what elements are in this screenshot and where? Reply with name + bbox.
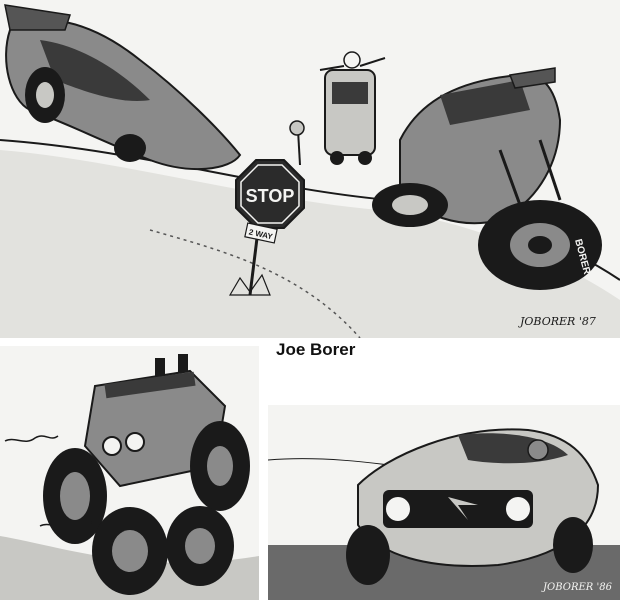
muscle-car-drawing: JOBORER '86 [268,405,620,600]
small-sign [289,120,305,166]
right-car: BORER [372,67,602,290]
motion-lines-upper [4,435,59,442]
illustration-monster-truck [0,346,259,600]
monster-truck-drawing [0,346,259,600]
stop-sign-text: STOP [246,186,295,206]
signature-top: JOBORER '87 [518,315,596,328]
stop-sign: STOP 2 WAY [228,159,305,296]
signature-bottom: JOBORER '86 [541,582,613,593]
illustration-stop-sign-scene: STOP 2 WAY BORER JOBORER '87 [0,0,620,338]
illustration-muscle-car: JOBORER '86 [268,405,620,600]
road-crack [149,229,361,338]
bus [319,51,386,165]
stop-sign-scene-drawing: STOP 2 WAY BORER JOBORER '87 [0,4,620,338]
artist-name: Joe Borer [276,340,356,359]
motion-lines-lower [39,521,93,528]
road-surface [0,150,620,338]
weed-tuft [228,273,271,296]
left-car [4,4,242,170]
muscle-car [346,428,600,585]
monster-truck [43,354,250,595]
